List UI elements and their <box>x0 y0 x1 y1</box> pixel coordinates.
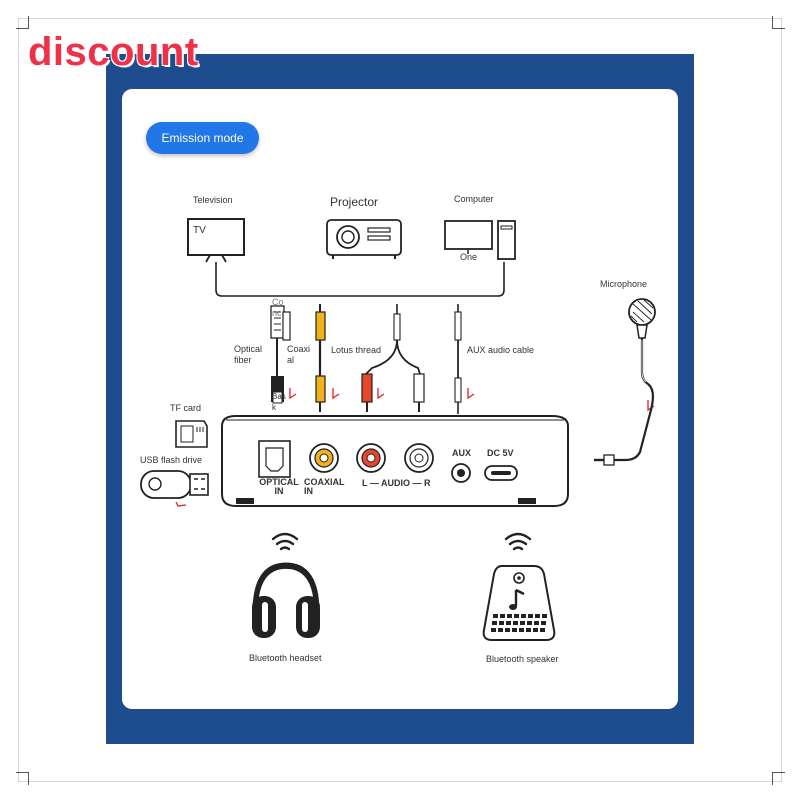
transmitter-device <box>221 415 569 507</box>
corner-mark-tr <box>772 16 785 29</box>
emission-mode-button[interactable]: Emission mode <box>146 122 259 154</box>
coaxial-plug-small <box>282 311 291 341</box>
lotus-thread-label: Lotus thread <box>331 345 382 355</box>
discount-watermark: discount <box>28 30 199 74</box>
usb-flash-drive-icon <box>140 470 209 499</box>
bluetooth-headset-icon <box>252 562 320 638</box>
computer-label: Computer <box>454 194 494 204</box>
aux-port-label: AUX <box>452 448 472 458</box>
lotus-cable <box>361 304 425 412</box>
coaxial-cable <box>315 304 326 412</box>
coaxial-port-label: COAXIAL IN <box>304 477 345 496</box>
headset-signal-icon <box>271 532 299 551</box>
corner-mark-tl <box>16 16 29 29</box>
tv-screen-text: TV <box>193 225 206 236</box>
optical-fiber-label: Optical fiber <box>234 344 263 365</box>
coaxial-top-text: Co nc <box>272 297 284 318</box>
projector-icon <box>326 219 402 259</box>
tf-card-label: TF card <box>170 403 202 413</box>
corner-mark-br <box>772 772 785 785</box>
bluetooth-speaker-label: Bluetooth speaker <box>486 654 559 664</box>
bluetooth-headset-label: Bluetooth headset <box>249 653 322 663</box>
optical-port-label: OPTICAL IN <box>259 477 299 496</box>
speaker-signal-icon <box>504 532 532 551</box>
outer-frame <box>18 18 782 782</box>
bluetooth-speaker-icon <box>482 565 556 641</box>
tv-label: Television <box>193 195 233 205</box>
aux-cable <box>454 304 462 414</box>
usb-flash-drive-label: USB flash drive <box>140 455 203 465</box>
diagram-card <box>122 89 678 709</box>
tf-card-icon <box>175 420 208 448</box>
microphone-label: Microphone <box>600 279 648 289</box>
source-bus-cable <box>215 262 505 297</box>
corner-mark-bl <box>16 772 29 785</box>
connector-text: Bas k <box>272 392 286 412</box>
computer-icon <box>444 220 516 260</box>
tv-icon <box>187 218 245 263</box>
projector-label: Projector <box>330 195 379 209</box>
dc-port-label: DC 5V <box>487 448 514 458</box>
microphone-icon <box>594 298 656 466</box>
optical-cable <box>270 305 285 404</box>
aux-cable-label: AUX audio cable <box>467 345 535 355</box>
audio-port-label: L — AUDIO — R <box>362 478 431 488</box>
computer-sub-label: One <box>460 252 478 262</box>
coaxial-label: Coaxi al <box>287 344 311 365</box>
